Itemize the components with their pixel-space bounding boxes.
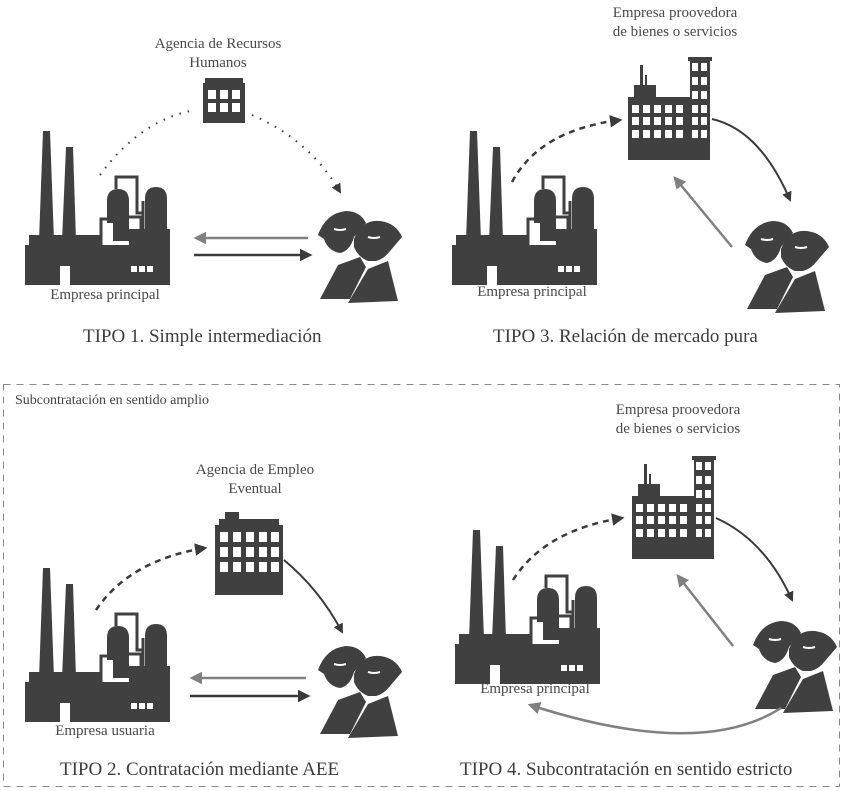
gray-arrow-workers-to-supplier <box>673 176 733 248</box>
dotted-arrow-agency-to-workers <box>251 114 341 194</box>
supplier-building-icon <box>632 456 716 559</box>
workers-icon <box>318 211 402 303</box>
tipo1-title: TIPO 1. Simple intermediación <box>83 326 322 347</box>
tipo2-factory-label: Empresa usuaria <box>55 723 155 739</box>
workers-icon <box>753 621 837 713</box>
panel-tipo1 <box>23 78 402 303</box>
tipo4-intermediary-label: Empresa proovedora de bienes o servicios <box>615 402 741 437</box>
group-box-label: Subcontratación en sentido amplio <box>15 393 210 408</box>
hr-agency-building-icon <box>203 78 245 123</box>
tipo4-title: TIPO 4. Subcontratación en sentido estri… <box>460 759 793 780</box>
dashed-arrow-factory-to-supplier <box>510 115 623 183</box>
dark-arrow-agency-to-workers <box>283 559 343 634</box>
agency-building-icon <box>215 512 283 595</box>
factory-icon <box>23 566 172 724</box>
dark-arrow-supplier-to-workers <box>715 517 794 602</box>
panel-tipo3 <box>450 57 829 313</box>
gray-arrow-workers-to-factory <box>527 702 782 735</box>
tipo4-factory-label: Empresa principal <box>480 681 590 697</box>
tipo3-intermediary-label: Empresa proovedora de bienes o servicios <box>612 5 738 40</box>
workers-icon <box>745 221 829 313</box>
workers-icon <box>318 646 402 738</box>
tipo1-intermediary-label: Agencia de Recursos Humanos <box>154 36 282 71</box>
dashed-arrow-factory-to-agency <box>94 543 208 611</box>
supplier-building-icon <box>628 57 712 160</box>
dotted-arrow-factory-to-agency <box>99 109 196 176</box>
tipo2-title: TIPO 2. Contratación mediante AEE <box>60 759 340 780</box>
factory-icon <box>450 129 599 287</box>
dark-arrow-supplier-to-workers <box>711 118 792 202</box>
tipo1-factory-label: Empresa principal <box>50 287 160 303</box>
gray-arrow-workers-to-supplier <box>676 574 734 647</box>
tipo3-title: TIPO 3. Relación de mercado pura <box>493 326 758 347</box>
tipo2-intermediary-label: Agencia de Empleo Eventual <box>195 462 315 497</box>
tipo3-factory-label: Empresa principal <box>477 284 587 300</box>
factory-icon <box>453 528 602 686</box>
panel-tipo2 <box>23 512 402 738</box>
group-box-border <box>3 384 840 787</box>
panel-tipo4 <box>453 456 837 735</box>
dashed-arrow-factory-to-supplier <box>511 513 625 581</box>
factory-icon <box>23 129 172 287</box>
